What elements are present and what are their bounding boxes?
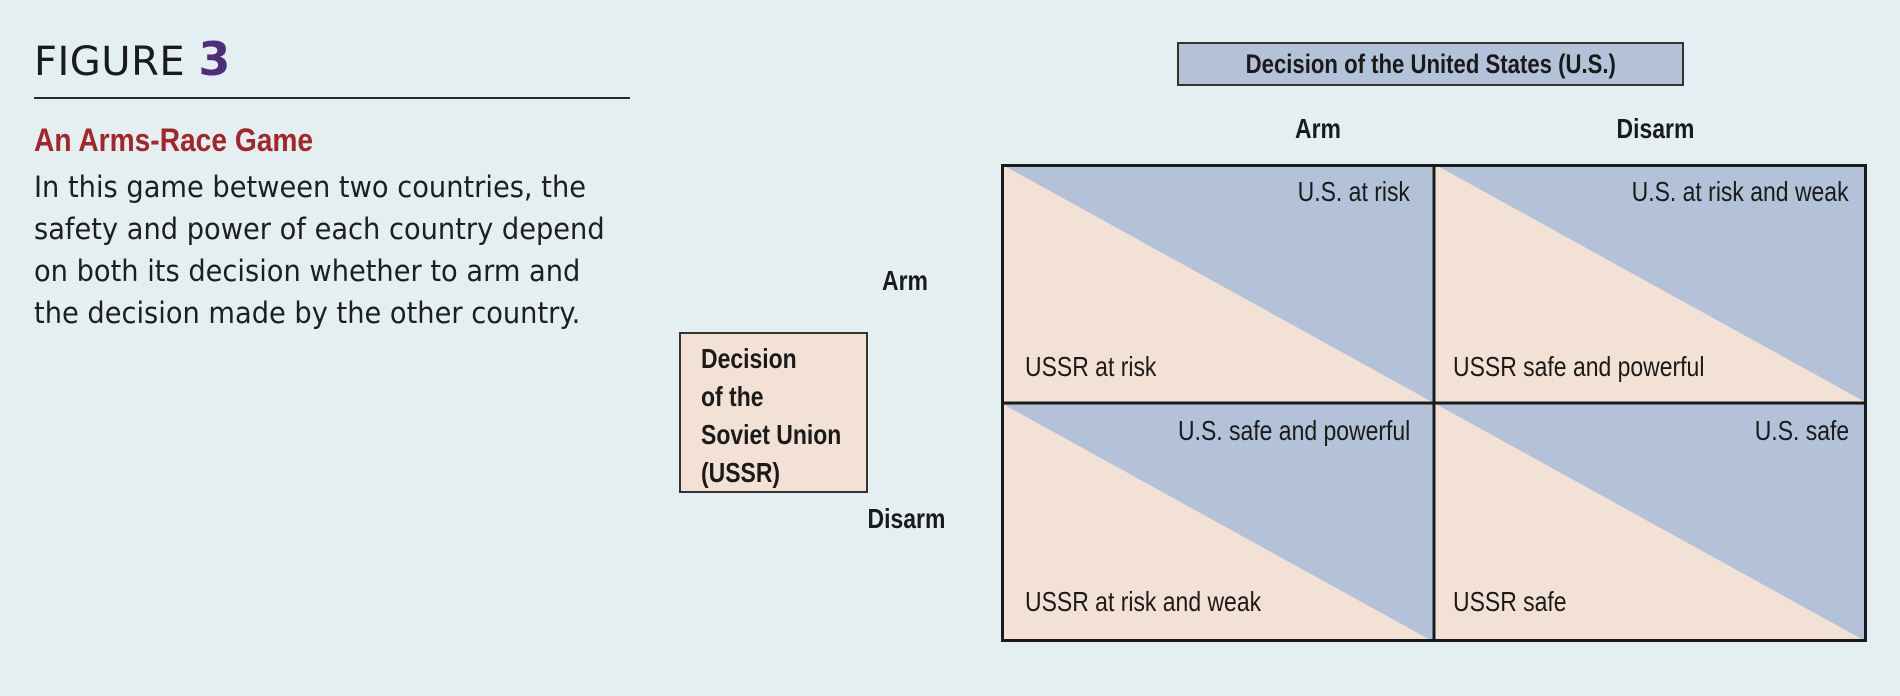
header-rule bbox=[34, 97, 630, 99]
cell-arm-arm-ussr: USSR at risk bbox=[1025, 351, 1157, 382]
row-player-line: (USSR) bbox=[701, 457, 781, 488]
cell-us-triangle bbox=[1001, 403, 1434, 642]
caption-line: the decision made by the other country. bbox=[34, 296, 581, 330]
cell-disarm-arm-us: U.S. safe and powerful bbox=[1177, 415, 1410, 446]
caption-line: safety and power of each country depend bbox=[34, 212, 605, 246]
payoff-matrix: U.S. at risk USSR at risk U.S. at risk a… bbox=[1001, 164, 1867, 642]
column-player-header: Decision of the United States (U.S.) bbox=[1177, 42, 1684, 86]
cell-arm-disarm-us: U.S. at risk and weak bbox=[1632, 176, 1849, 207]
row-label-arm: Arm bbox=[882, 265, 928, 296]
cell-arm-arm-us: U.S. at risk bbox=[1297, 176, 1410, 207]
payoff-matrix-graphic bbox=[1001, 164, 1867, 642]
cell-disarm-disarm-us: U.S. safe bbox=[1754, 415, 1849, 446]
row-player-box: Decision of the Soviet Union (USSR) bbox=[679, 332, 868, 493]
cell-us-triangle bbox=[1434, 164, 1867, 403]
figure-word: FIGURE bbox=[34, 39, 186, 85]
cell-disarm-arm-ussr: USSR at risk and weak bbox=[1025, 586, 1262, 617]
column-label-arm: Arm bbox=[1295, 113, 1341, 144]
row-player-line: Soviet Union bbox=[701, 419, 842, 450]
cell-arm-disarm-ussr: USSR safe and powerful bbox=[1453, 351, 1705, 382]
cell-us-triangle bbox=[1001, 164, 1434, 403]
column-label-disarm: Disarm bbox=[1616, 113, 1695, 144]
cell-us-triangle bbox=[1434, 403, 1867, 642]
caption: In this game between two countries, the … bbox=[34, 166, 617, 334]
figure-number: 3 bbox=[198, 32, 231, 86]
row-player-line: of the bbox=[701, 381, 764, 412]
caption-line: In this game between two countries, the bbox=[34, 170, 587, 204]
cell-disarm-disarm-ussr: USSR safe bbox=[1453, 586, 1567, 617]
game-title: An Arms-Race Game bbox=[34, 122, 314, 158]
column-player-label: Decision of the United States (U.S.) bbox=[1245, 48, 1616, 79]
row-label-disarm: Disarm bbox=[867, 503, 945, 534]
caption-line: on both its decision whether to arm and bbox=[34, 254, 581, 288]
row-player-line: Decision bbox=[701, 343, 797, 374]
figure-label: FIGURE 3 bbox=[34, 36, 231, 82]
